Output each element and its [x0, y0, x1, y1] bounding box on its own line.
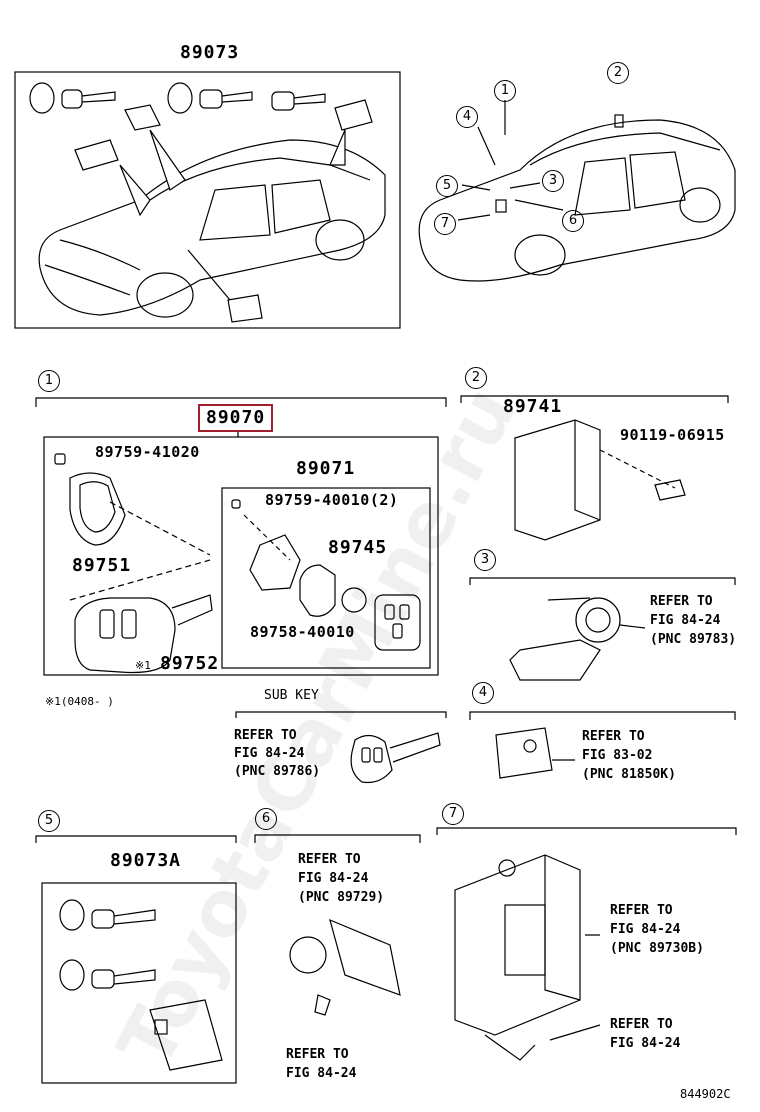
- overview-callout-3: 3: [542, 170, 564, 192]
- group7-refer-top-3: (PNC 89730B): [610, 941, 704, 956]
- sub-key-refer-2: FIG 84-24: [234, 746, 305, 761]
- group5-art: [35, 835, 237, 1084]
- group5-index: 5: [38, 810, 60, 832]
- group6-refer-bottom-2: FIG 84-24: [286, 1066, 357, 1081]
- group2-art: [460, 395, 729, 541]
- key-marker: ※1: [135, 659, 151, 672]
- part-89741-label: 89741: [503, 396, 563, 417]
- group3-refer-3: (PNC 89783): [650, 632, 737, 647]
- part-89752-label: 89752: [160, 653, 220, 674]
- part-90119-06915-label: 90119-06915: [620, 426, 725, 444]
- part-89751-label: 89751: [72, 555, 132, 576]
- group4-refer-3: (PNC 81850K): [582, 767, 676, 782]
- car-overview-left: [14, 71, 401, 329]
- group6-refer-bottom-1: REFER TO: [286, 1047, 349, 1062]
- part-89071-label: 89071: [296, 458, 356, 479]
- sub-assembly-89071-box: [221, 487, 431, 669]
- overview-callout-5: 5: [436, 175, 458, 197]
- overview-callout-7: 7: [434, 213, 456, 235]
- group6-art: [254, 834, 421, 1016]
- group1-bracket: [35, 397, 447, 407]
- group3-art: [469, 577, 736, 681]
- overview-callout-4: 4: [456, 106, 478, 128]
- overview-callout-6: 6: [562, 210, 584, 232]
- group7-refer-top-2: FIG 84-24: [610, 922, 681, 937]
- sub-key-refer-1: REFER TO: [234, 728, 297, 743]
- overview-callout-2: 2: [607, 62, 629, 84]
- group4-refer-1: REFER TO: [582, 729, 645, 744]
- group7-refer-bottom-1: REFER TO: [610, 1017, 673, 1032]
- figure-code: 844902C: [680, 1087, 731, 1101]
- sub-key-refer-3: (PNC 89786): [234, 764, 321, 779]
- group7-refer-bottom-2: FIG 84-24: [610, 1036, 681, 1051]
- sub-key-art: [235, 711, 447, 784]
- assembly-89070-box: [43, 436, 439, 676]
- part-89745-label: 89745: [328, 537, 388, 558]
- group2-index: 2: [465, 367, 487, 389]
- group3-refer-2: FIG 84-24: [650, 613, 721, 628]
- part-89073A-label: 89073A: [110, 850, 182, 871]
- group6-refer-top-1: REFER TO: [298, 852, 361, 867]
- group6-index: 6: [255, 808, 277, 830]
- overview-callout-1: 1: [494, 80, 516, 102]
- part-89070-label[interactable]: 89070: [198, 404, 274, 432]
- sub-key-title: SUB KEY: [264, 688, 319, 703]
- group6-refer-top-2: FIG 84-24: [298, 871, 369, 886]
- group4-index: 4: [472, 682, 494, 704]
- group3-refer-1: REFER TO: [650, 594, 713, 609]
- group6-refer-top-3: (PNC 89729): [298, 890, 385, 905]
- group7-index: 7: [442, 803, 464, 825]
- group3-index: 3: [474, 549, 496, 571]
- footnote: ※1(0408- ): [45, 695, 114, 708]
- group4-art: [469, 711, 736, 779]
- part-89759-40010-label: 89759-40010(2): [265, 491, 399, 509]
- group7-refer-top-1: REFER TO: [610, 903, 673, 918]
- transmitter-parts: [54, 453, 421, 674]
- group4-refer-2: FIG 83-02: [582, 748, 653, 763]
- car-overview-right: [418, 100, 736, 282]
- part-89758-40010-label: 89758-40010: [250, 623, 355, 641]
- group7-art: [436, 827, 737, 1061]
- part-89759-41020-label: 89759-41020: [95, 443, 200, 461]
- group1-index: 1: [38, 370, 60, 392]
- part-89073-label: 89073: [180, 42, 240, 63]
